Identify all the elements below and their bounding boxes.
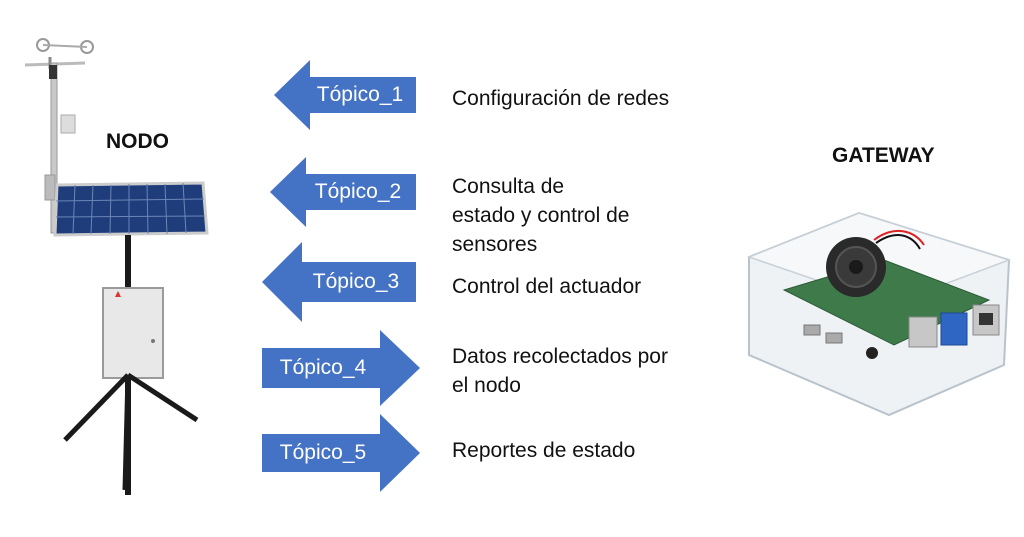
topic-2-description: Consulta de estado y control de sensores bbox=[452, 172, 629, 259]
gateway-label: GATEWAY bbox=[832, 144, 935, 167]
topic-2-label: Tópico_2 bbox=[314, 180, 402, 203]
description-line: sensores bbox=[452, 233, 538, 256]
arrow-left-shape bbox=[274, 60, 416, 130]
topic-2-arrow: Tópico_2 bbox=[270, 157, 416, 227]
arrow-right-shape bbox=[262, 330, 420, 406]
topic-3-description: Control del actuador bbox=[452, 272, 641, 301]
topic-4-description: Datos recolectados por el nodo bbox=[452, 342, 668, 400]
topic-3-arrow: Tópico_3 bbox=[262, 242, 416, 322]
topic-1-label: Tópico_1 bbox=[316, 83, 404, 106]
topic-4-label: Tópico_4 bbox=[279, 356, 367, 379]
topic-4-arrow: Tópico_4 bbox=[262, 330, 420, 406]
topic-1-description: Configuración de redes bbox=[452, 84, 669, 113]
arrow-left-shape bbox=[270, 157, 416, 227]
topic-1-arrow: Tópico_1 bbox=[274, 60, 416, 130]
description-line: Datos recolectados por bbox=[452, 345, 668, 368]
arrow-right-shape bbox=[262, 414, 420, 492]
topic-5-label: Tópico_5 bbox=[279, 441, 367, 464]
description-line: estado y control de bbox=[452, 204, 630, 227]
description-line: Consulta de bbox=[452, 175, 565, 198]
gateway-device-image bbox=[746, 211, 1012, 417]
weather-station-image bbox=[24, 38, 209, 495]
description-line: Control del actuador bbox=[452, 275, 642, 298]
description-line: Configuración de redes bbox=[452, 87, 670, 110]
topic-5-arrow: Tópico_5 bbox=[262, 414, 420, 492]
arrow-left-shape bbox=[262, 242, 416, 322]
description-line: Reportes de estado bbox=[452, 439, 636, 462]
description-line: el nodo bbox=[452, 374, 521, 397]
topic-3-label: Tópico_3 bbox=[312, 270, 400, 293]
topic-5-description: Reportes de estado bbox=[452, 436, 635, 465]
node-label: NODO bbox=[106, 130, 169, 153]
